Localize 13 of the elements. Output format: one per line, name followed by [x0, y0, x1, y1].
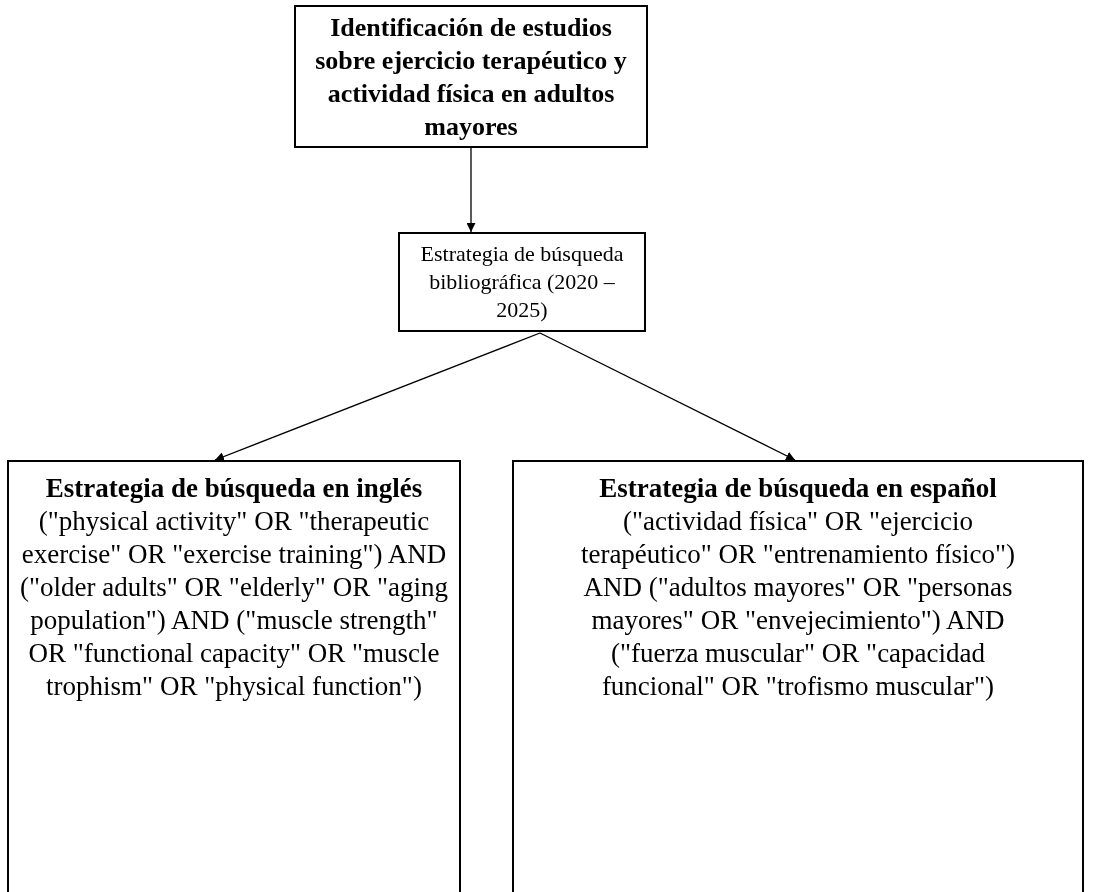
- box-text: Identificación de estudios sobre ejercicio terapéutico y actividad física en adultos mayores: [314, 11, 628, 143]
- process-box: [512, 460, 1084, 892]
- arrow: [539, 332, 796, 461]
- box-text: ("physical activity" OR "therapeutic exercise" OR "exercise training") AND ("older adults" OR "elderly" OR "aging population") AND ("muscle strength" OR "functional capacity" OR "muscle trophism" OR "physical function"): [19, 505, 449, 703]
- arrow: [466, 147, 476, 233]
- process-box: [294, 5, 648, 148]
- process-box: [398, 232, 646, 332]
- box-text: Estrategia de búsqueda bibliográfica (2020 – 2025): [419, 240, 625, 324]
- box-heading: Estrategia de búsqueda en inglés: [45, 472, 423, 505]
- box-text: ("actividad física" OR "ejercicio terapéutico" OR "entrenamiento físico") AND ("adultos mayores" OR "personas mayores" OR "envejecimiento") AND ("fuerza muscular" OR "capacidad funcional" OR "trofismo muscular"): [579, 505, 1017, 703]
- arrow: [214, 332, 541, 461]
- process-box: [7, 460, 461, 892]
- box-heading: Estrategia de búsqueda en español: [599, 472, 997, 505]
